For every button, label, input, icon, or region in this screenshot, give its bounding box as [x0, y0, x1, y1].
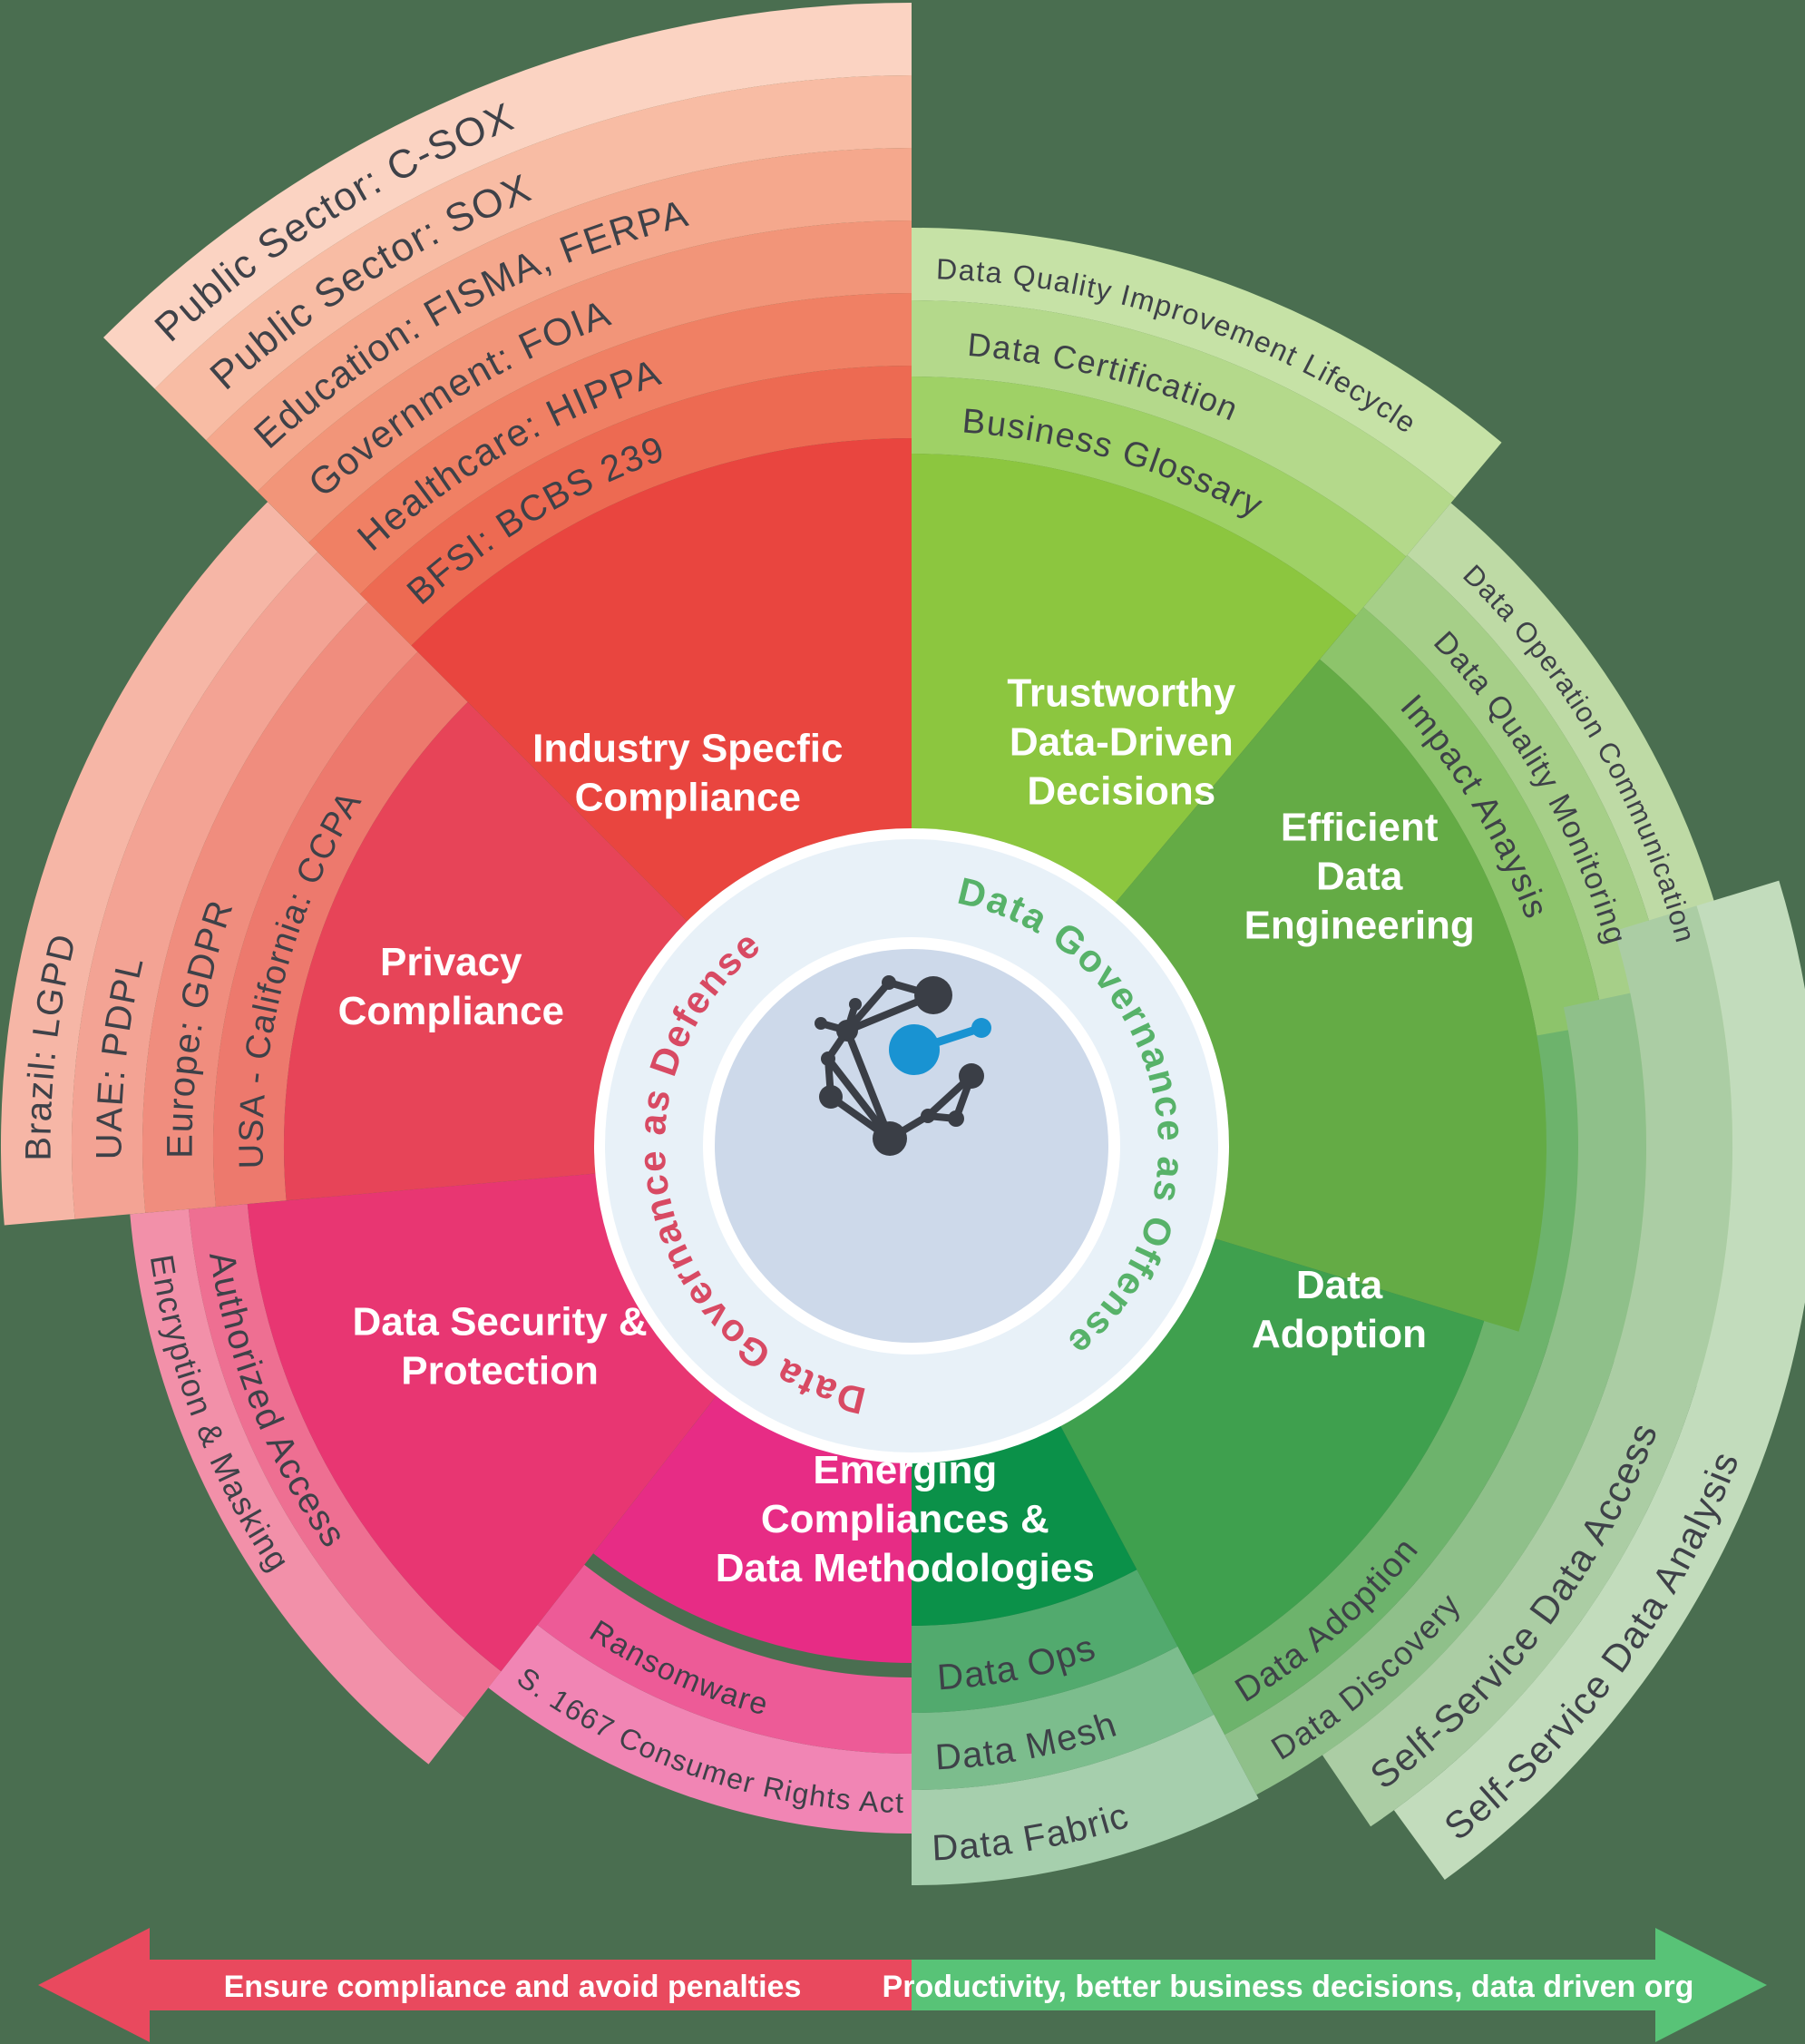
wedge-label-line-efficient-data-engineering-0: Efficient [1281, 805, 1439, 849]
arrow-right [912, 1928, 1767, 2042]
wedge-label-line-data-adoption-0: Data [1296, 1263, 1383, 1307]
wedge-label-line-industry-specfic-compliance-0: Industry Specfic [532, 726, 843, 770]
ring-band-trustworthy-data-driven-decisions-0 [912, 228, 1502, 498]
wedge-label-line-privacy-compliance-0: Privacy [380, 940, 522, 984]
ring-band-emerging-compliances-right-1 [912, 1646, 1215, 1790]
wedge-label-line-industry-specfic-compliance-1: Compliance [575, 775, 801, 819]
ring-band-emerging-compliances-right-0 [912, 1714, 1259, 1885]
ring-band-data-adoption-2 [1224, 993, 1647, 1795]
wedge-label-line-efficient-data-engineering-2: Engineering [1244, 903, 1475, 947]
ring-band-industry-specfic-compliance-4 [308, 293, 912, 594]
ring-band-emerging-compliances-right-2 [912, 1570, 1178, 1713]
center-hub [594, 828, 1229, 1463]
icon-node [882, 975, 896, 990]
ring-band-emerging-compliances-left-0 [488, 1625, 912, 1834]
ring-band-data-adoption-0 [1393, 880, 1805, 1880]
wedge-label-line-data-security-protection-0: Data Security & [352, 1299, 647, 1344]
ring-band-privacy-compliance-2 [141, 601, 418, 1213]
icon-blue-node [971, 1018, 991, 1038]
wedge-label-line-privacy-compliance-1: Compliance [338, 989, 564, 1033]
ring-band-emerging-compliances-left-1 [537, 1564, 912, 1754]
hub-disc [715, 949, 1108, 1343]
wedge-label-line-emerging-compliances-left-0: Emerging [813, 1448, 997, 1492]
data-network-icon [815, 975, 991, 1156]
icon-node [819, 1085, 843, 1109]
wedge-label-line-data-adoption-1: Adoption [1252, 1312, 1427, 1356]
ring-band-industry-specfic-compliance-1 [154, 74, 912, 441]
ring-band-industry-specfic-compliance-0 [103, 2, 912, 389]
icon-blue-node [889, 1024, 940, 1075]
wedge-label-data-security-protection: Data Security &Protection [352, 1299, 647, 1393]
icon-node [873, 1121, 907, 1156]
wedge-label-line-emerging-compliances-left-2: Data Methodologies [716, 1546, 1095, 1590]
ring-band-privacy-compliance-0 [0, 502, 318, 1226]
ring-band-trustworthy-data-driven-decisions-1 [912, 300, 1456, 557]
arrow-left [38, 1928, 912, 2042]
ring-band-industry-specfic-compliance-5 [359, 366, 912, 646]
ring-band-data-security-protection-0 [130, 1208, 465, 1765]
ring-band-privacy-compliance-3 [212, 651, 468, 1208]
wedge-label-line-trustworthy-data-driven-decisions-0: Trustworthy [1007, 671, 1235, 716]
icon-edge [844, 1029, 893, 1140]
wedge-label-line-efficient-data-engineering-1: Data [1316, 854, 1403, 898]
icon-node [948, 1110, 964, 1127]
ring-bands [0, 2, 1805, 1885]
icon-node [821, 1051, 835, 1066]
ring-band-data-adoption-1 [1322, 905, 1733, 1827]
wedge-label-line-emerging-compliances-left-1: Compliances & [761, 1497, 1049, 1541]
arrow-left-label: Ensure compliance and avoid penalties [224, 1970, 802, 2004]
ring-band-data-security-protection-1 [189, 1204, 502, 1718]
ring-band-privacy-compliance-1 [71, 552, 368, 1219]
icon-node [921, 1109, 935, 1123]
wedge-label-line-trustworthy-data-driven-decisions-1: Data-Driven [1010, 720, 1234, 765]
bottom-arrows: Ensure compliance and avoid penalties Pro… [38, 1928, 1767, 2042]
icon-node [849, 998, 862, 1011]
ring-band-trustworthy-data-driven-decisions-2 [912, 377, 1407, 616]
ring-band-industry-specfic-compliance-3 [257, 220, 912, 543]
wedge-label-line-trustworthy-data-driven-decisions-2: Decisions [1027, 769, 1215, 814]
icon-node [959, 1063, 984, 1089]
icon-node [815, 1017, 827, 1030]
arrow-right-label: Productivity, better business decisions,… [883, 1970, 1694, 2004]
icon-node [914, 976, 952, 1014]
icon-node [836, 1020, 858, 1042]
ring-band-industry-specfic-compliance-2 [206, 148, 912, 492]
wedge-label-line-data-security-protection-1: Protection [401, 1348, 599, 1393]
